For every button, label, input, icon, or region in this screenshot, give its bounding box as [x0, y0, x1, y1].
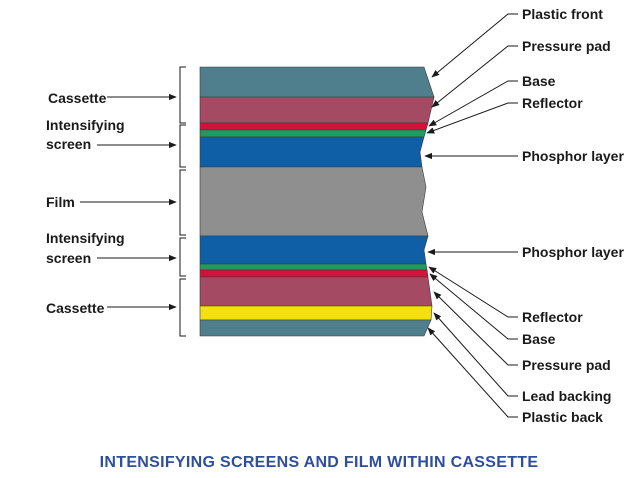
brace-cassette-bottom — [179, 278, 186, 337]
leader-base-bottom — [429, 273, 518, 340]
leader-reflector-bottom — [428, 266, 518, 318]
layer-stack — [199, 66, 435, 337]
leader-plastic-front — [431, 13, 518, 78]
label-phosphor-top: Phosphor layer — [522, 148, 624, 164]
layer-pressure-pad-top — [199, 96, 435, 124]
label-pressure-pad-bottom: Pressure pad — [522, 357, 611, 373]
leader-lead-backing — [433, 312, 518, 397]
label-phosphor-bottom: Phosphor layer — [522, 244, 624, 260]
layer-plastic-front — [199, 66, 435, 98]
brace-screen-bottom — [179, 237, 186, 277]
layer-reflector-bottom — [199, 263, 428, 271]
left-braces — [179, 66, 186, 337]
layer-phosphor-top — [199, 136, 425, 168]
layer-reflector-top — [199, 129, 427, 138]
label-reflector-bottom: Reflector — [522, 309, 583, 325]
label-pressure-pad-top: Pressure pad — [522, 38, 611, 54]
left-labels: Cassette Intensifying screen Film Intens… — [46, 90, 177, 316]
layer-film — [199, 166, 429, 237]
layer-base-bottom — [199, 269, 429, 278]
label-cassette-bottom: Cassette — [46, 300, 105, 316]
label-cassette-top: Cassette — [48, 90, 107, 106]
diagram-caption: INTENSIFYING SCREENS AND FILM WITHIN CAS… — [100, 454, 539, 471]
brace-film — [179, 169, 186, 236]
brace-cassette-top — [179, 66, 186, 124]
layer-pressure-pad-bottom — [199, 276, 433, 307]
label-plastic-back: Plastic back — [522, 409, 603, 425]
brace-screen-top — [179, 124, 186, 168]
label-base-bottom: Base — [522, 331, 556, 347]
label-screen-bottom-line2: screen — [46, 250, 91, 266]
leader-reflector-top — [426, 102, 518, 134]
right-labels: Plastic front Pressure pad Base Reflecto… — [424, 6, 624, 425]
layer-phosphor-bottom — [199, 235, 429, 265]
leader-pressure-pad-top — [431, 45, 518, 108]
layer-lead-backing — [199, 305, 433, 321]
layer-plastic-back — [199, 319, 432, 337]
label-base-top: Base — [522, 73, 556, 89]
label-reflector-top: Reflector — [522, 95, 583, 111]
label-plastic-front: Plastic front — [522, 6, 603, 22]
label-screen-bottom-line1: Intensifying — [46, 230, 125, 246]
label-screen-top-line2: screen — [46, 136, 91, 152]
label-lead-backing: Lead backing — [522, 388, 611, 404]
label-screen-top-line1: Intensifying — [46, 117, 125, 133]
leader-pressure-pad-bottom — [433, 291, 518, 366]
label-film: Film — [46, 194, 75, 210]
layer-base-top — [199, 122, 429, 131]
leader-base-top — [428, 80, 518, 127]
leader-plastic-back — [427, 327, 518, 418]
